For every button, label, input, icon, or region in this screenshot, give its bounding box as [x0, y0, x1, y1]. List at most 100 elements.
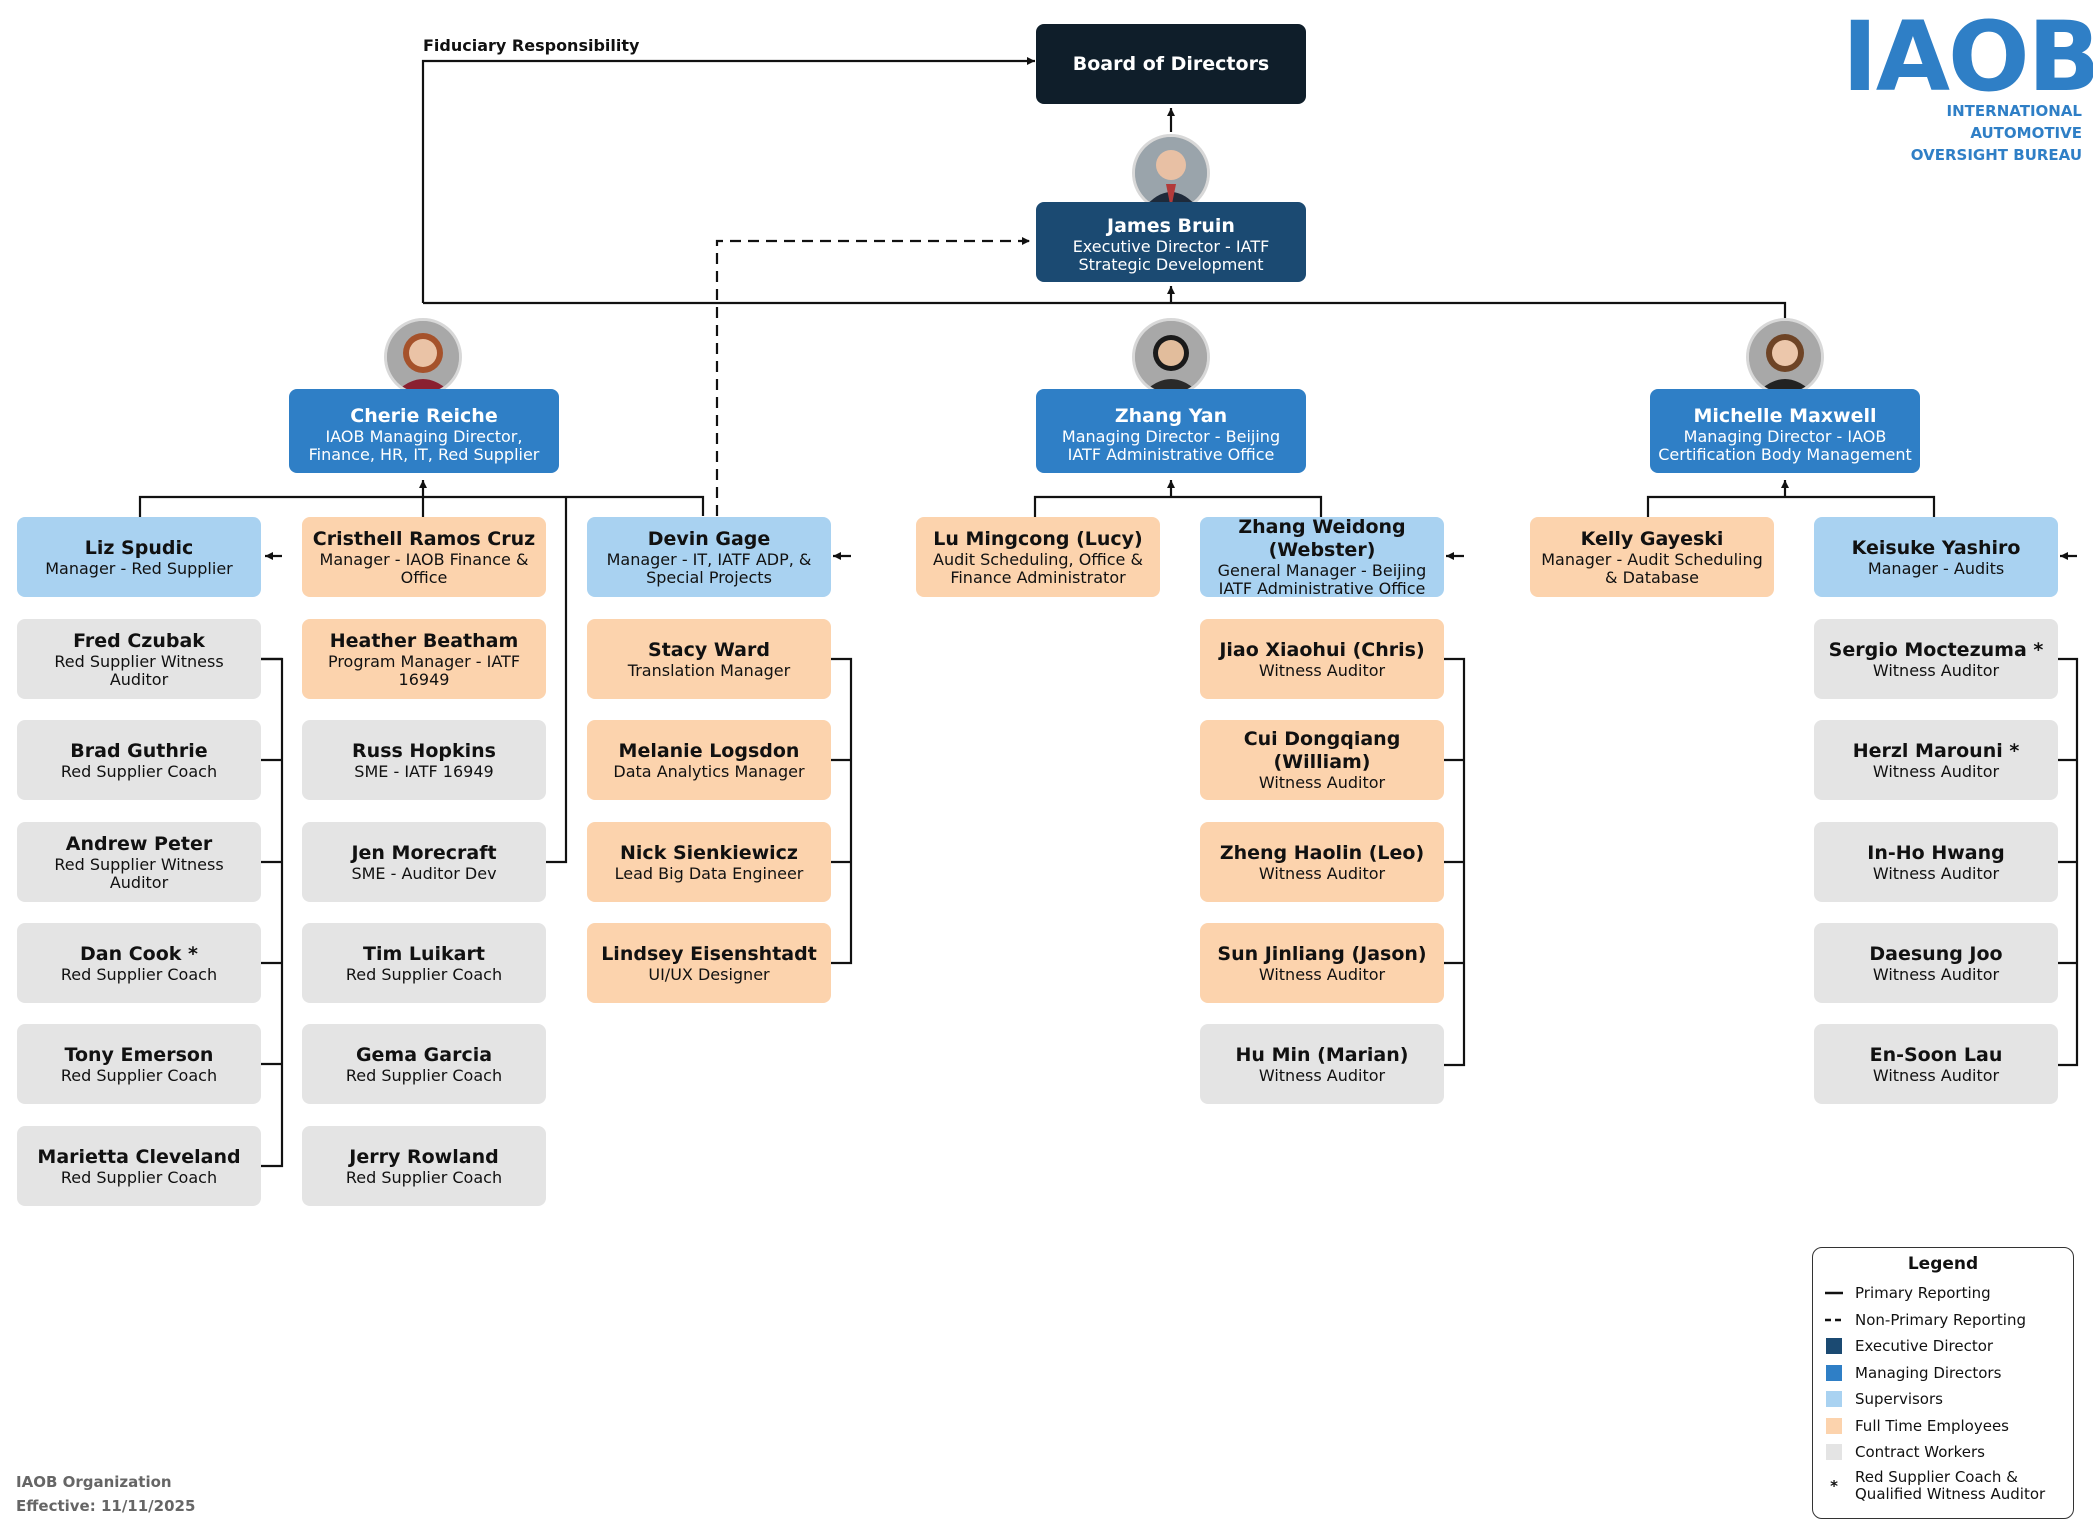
- person-role: Manager - Red Supplier: [45, 558, 233, 578]
- person-name: En-Soon Lau: [1869, 1043, 2003, 1066]
- person-role: SME - Auditor Dev: [351, 863, 497, 883]
- col-c-bracket: [830, 657, 853, 965]
- footer-line-2: Effective: 11/11/2025: [16, 1497, 196, 1515]
- person-name: Sergio Moctezuma *: [1828, 638, 2044, 661]
- legend-label: Contract Workers: [1855, 1443, 1985, 1462]
- person-role: Witness Auditor: [1258, 964, 1386, 984]
- person-role: Witness Auditor: [1258, 660, 1386, 680]
- legend-title: Legend: [1907, 1254, 1979, 1274]
- legend-marker: [1825, 1317, 1843, 1323]
- md1-box: Cherie Reiche IAOB Managing Director, Fi…: [289, 389, 559, 473]
- person-name: Marietta Cleveland: [37, 1145, 241, 1168]
- legend-item: *Red Supplier Coach & Qualified Witness …: [1825, 1466, 2061, 1506]
- legend-item: Full Time Employees: [1825, 1413, 2061, 1440]
- person-name: Daesung Joo: [1869, 942, 2003, 965]
- legend-item: Contract Workers: [1825, 1439, 2061, 1466]
- person-card: Zhang Weidong (Webster)General Manager -…: [1200, 516, 1444, 598]
- md2-box: Zhang Yan Managing Director - Beijing IA…: [1036, 389, 1306, 473]
- person-role: Program Manager - IATF 16949: [327, 651, 521, 689]
- md3-role: Managing Director - IAOB Certification B…: [1658, 426, 1912, 464]
- legend-label: Full Time Employees: [1855, 1416, 2009, 1435]
- fiduciary-label: Fiduciary Responsibility: [423, 36, 640, 55]
- person-name: Brad Guthrie: [70, 739, 208, 762]
- md3-bus-line: [1646, 495, 1936, 517]
- person-name: Liz Spudic: [84, 536, 194, 559]
- legend-marker: [1825, 1290, 1843, 1296]
- md3-box: Michelle Maxwell Managing Director - IAO…: [1650, 389, 1920, 473]
- md2-name: Zhang Yan: [1114, 404, 1228, 427]
- person-role: Witness Auditor: [1258, 863, 1386, 883]
- person-role: Lead Big Data Engineer: [614, 863, 804, 883]
- person-name: Gema Garcia: [355, 1043, 493, 1066]
- legend-label: Primary Reporting: [1855, 1284, 1991, 1303]
- person-card: Lu Mingcong (Lucy)Audit Scheduling, Offi…: [916, 517, 1160, 597]
- legend-item: Primary Reporting: [1825, 1280, 2061, 1307]
- board-name: Board of Directors: [1072, 52, 1270, 75]
- person-role: Red Supplier Coach: [345, 964, 503, 984]
- person-card: Herzl Marouni *Witness Auditor: [1814, 720, 2058, 800]
- legend-marker: [1825, 1391, 1843, 1408]
- exec-box: James Bruin Executive Director - IATF St…: [1036, 202, 1306, 282]
- person-name: Sun Jinliang (Jason): [1217, 942, 1427, 965]
- person-role: Translation Manager: [627, 660, 791, 680]
- person-name: Cristhell Ramos Cruz: [312, 527, 536, 550]
- legend-marker: [1825, 1417, 1843, 1434]
- person-role: Manager - Audit Scheduling & Database: [1541, 549, 1763, 587]
- person-name: Hu Min (Marian): [1235, 1043, 1409, 1066]
- md2-role: Managing Director - Beijing IATF Adminis…: [1061, 426, 1281, 464]
- legend-item: Executive Director: [1825, 1333, 2061, 1360]
- person-name: Melanie Logsdon: [618, 739, 800, 762]
- person-card: Jiao Xiaohui (Chris)Witness Auditor: [1200, 619, 1444, 699]
- person-role: Red Supplier Witness Auditor: [54, 651, 224, 689]
- legend-label: Red Supplier Coach & Qualified Witness A…: [1855, 1467, 2046, 1503]
- person-card: Sun Jinliang (Jason)Witness Auditor: [1200, 923, 1444, 1003]
- person-role: Witness Auditor: [1872, 761, 2000, 781]
- logo-line-2: OVERSIGHT BUREAU: [1910, 146, 2082, 164]
- legend-label: Managing Directors: [1855, 1363, 2002, 1382]
- person-role: Audit Scheduling, Office & Finance Admin…: [933, 549, 1143, 587]
- person-role: Red Supplier Coach: [60, 761, 218, 781]
- legend-marker: [1825, 1338, 1843, 1355]
- person-name: Zheng Haolin (Leo): [1219, 841, 1425, 864]
- person-card: Zheng Haolin (Leo)Witness Auditor: [1200, 822, 1444, 902]
- person-role: Red Supplier Coach: [60, 1167, 218, 1187]
- person-name: Cui Dongqiang (William): [1243, 728, 1401, 773]
- fiduciary-line: [421, 57, 1035, 303]
- board-of-directors-box: Board of Directors: [1036, 24, 1306, 104]
- person-name: Kelly Gayeski: [1580, 527, 1724, 550]
- legend-item: Managing Directors: [1825, 1360, 2061, 1387]
- person-name: Russ Hopkins: [352, 739, 496, 762]
- footer: IAOB Organization Effective: 11/11/2025: [16, 1470, 195, 1518]
- legend-label: Executive Director: [1855, 1337, 1994, 1356]
- md3-name: Michelle Maxwell: [1693, 404, 1877, 427]
- person-role: Red Supplier Coach: [345, 1167, 503, 1187]
- person-role: Red Supplier Witness Auditor: [54, 854, 224, 892]
- person-role: Manager - Audits: [1867, 558, 2005, 578]
- person-name: Heather Beatham: [329, 629, 519, 652]
- person-name: Tim Luikart: [363, 942, 485, 965]
- person-role: SME - IATF 16949: [354, 761, 494, 781]
- md2-bus-line: [1033, 495, 1323, 517]
- person-role: Manager - IT, IATF ADP, & Special Projec…: [606, 549, 812, 587]
- legend-label: Supervisors: [1855, 1390, 1943, 1409]
- exec-role: Executive Director - IATF Strategic Deve…: [1072, 236, 1270, 274]
- md1-name: Cherie Reiche: [350, 404, 498, 427]
